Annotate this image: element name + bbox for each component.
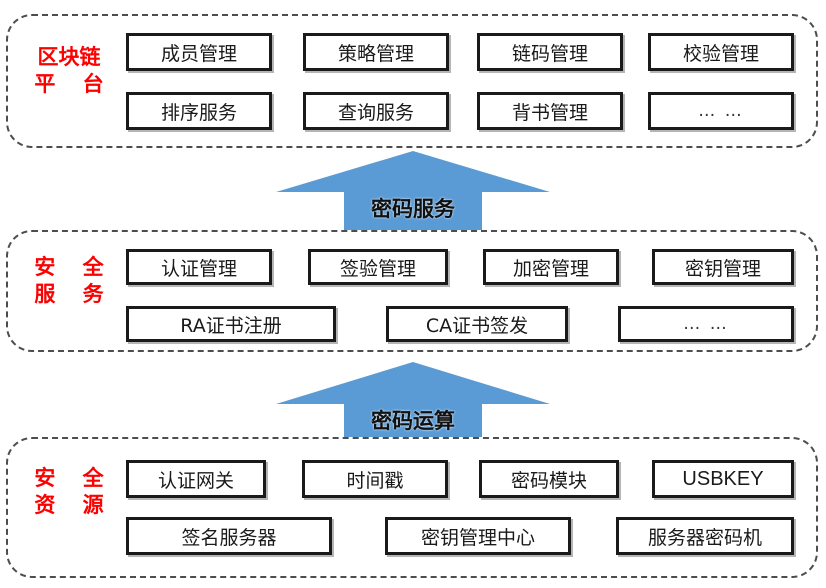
- layer-label-line-2: 资 源: [34, 492, 114, 517]
- module-box-key-management-center[interactable]: 密钥管理中心: [385, 517, 571, 555]
- crypto-operation-arrow: 密码运算: [276, 362, 550, 440]
- module-box-query-service[interactable]: 查询服务: [303, 92, 449, 130]
- module-box-server-cryptographic-machine[interactable]: 服务器密码机: [616, 517, 794, 555]
- module-box-more-platform[interactable]: … …: [648, 92, 794, 130]
- module-box-label: 加密管理: [512, 257, 589, 280]
- module-box-label: 密钥管理: [684, 257, 761, 280]
- module-box-label: USBKEY: [682, 467, 764, 490]
- layer-label-security-service: 安 全 服 务: [20, 254, 118, 308]
- module-box-label: 背书管理: [511, 101, 588, 124]
- module-box-ra-certificate-registration[interactable]: RA证书注册: [126, 306, 336, 342]
- module-box-label: 密钥管理中心: [420, 526, 535, 549]
- module-box-label: 成员管理: [160, 42, 237, 65]
- module-box-label: 查询服务: [337, 101, 414, 124]
- module-box-authentication-gateway[interactable]: 认证网关: [126, 460, 266, 498]
- module-box-label: … …: [683, 314, 729, 334]
- module-box-chaincode-management[interactable]: 链码管理: [477, 33, 623, 71]
- module-box-label: 校验管理: [682, 42, 759, 65]
- module-box-label: 签验管理: [339, 257, 416, 280]
- module-box-label: 认证网关: [157, 469, 234, 492]
- module-box-label: … …: [698, 101, 744, 121]
- module-box-label: 时间戳: [346, 469, 404, 492]
- crypto-service-arrow-label: 密码服务: [371, 197, 455, 221]
- module-box-label: 认证管理: [160, 257, 237, 280]
- module-box-member-management[interactable]: 成员管理: [126, 33, 272, 71]
- layer-label-line-1: 安 全: [34, 255, 114, 279]
- arrow-shape: [276, 151, 550, 233]
- module-box-label: 密码模块: [510, 469, 587, 492]
- layer-label-security-resource: 安 全 资 源: [20, 465, 118, 519]
- module-box-endorsement-management[interactable]: 背书管理: [477, 92, 623, 130]
- module-box-label: 策略管理: [337, 42, 414, 65]
- module-box-policy-management[interactable]: 策略管理: [303, 33, 449, 71]
- module-box-more-service[interactable]: … …: [618, 306, 794, 342]
- module-box-authentication-management[interactable]: 认证管理: [126, 249, 272, 285]
- layer-security-resource: [6, 437, 818, 578]
- arrow-shape: [276, 362, 550, 440]
- layer-label-line-2: 平 台: [34, 71, 114, 96]
- module-box-label: 排序服务: [160, 101, 237, 124]
- layer-label-line-1: 安 全: [34, 466, 114, 490]
- crypto-operation-arrow-label: 密码运算: [371, 409, 455, 433]
- module-box-ordering-service[interactable]: 排序服务: [126, 92, 272, 130]
- module-box-label: CA证书签发: [425, 314, 529, 337]
- layer-label-blockchain-platform: 区块链 平 台: [20, 44, 118, 98]
- module-box-signature-server[interactable]: 签名服务器: [126, 517, 332, 555]
- module-box-label: RA证书注册: [180, 314, 282, 337]
- module-box-label: 签名服务器: [181, 526, 277, 549]
- crypto-service-arrow: 密码服务: [276, 151, 550, 233]
- module-box-verification-management[interactable]: 校验管理: [648, 33, 794, 71]
- module-box-encryption-management[interactable]: 加密管理: [483, 249, 619, 285]
- module-box-crypto-module[interactable]: 密码模块: [479, 460, 619, 498]
- module-box-ca-certificate-issuance[interactable]: CA证书签发: [386, 306, 568, 342]
- module-box-usbkey[interactable]: USBKEY: [652, 460, 794, 498]
- layer-label-line-1: 区块链: [37, 45, 101, 69]
- module-box-signature-verification-management[interactable]: 签验管理: [308, 249, 448, 285]
- module-box-label: 服务器密码机: [647, 526, 762, 549]
- module-box-timestamp[interactable]: 时间戳: [302, 460, 448, 498]
- layer-label-line-2: 服 务: [34, 281, 114, 306]
- module-box-label: 链码管理: [511, 42, 588, 65]
- module-box-key-management[interactable]: 密钥管理: [652, 249, 794, 285]
